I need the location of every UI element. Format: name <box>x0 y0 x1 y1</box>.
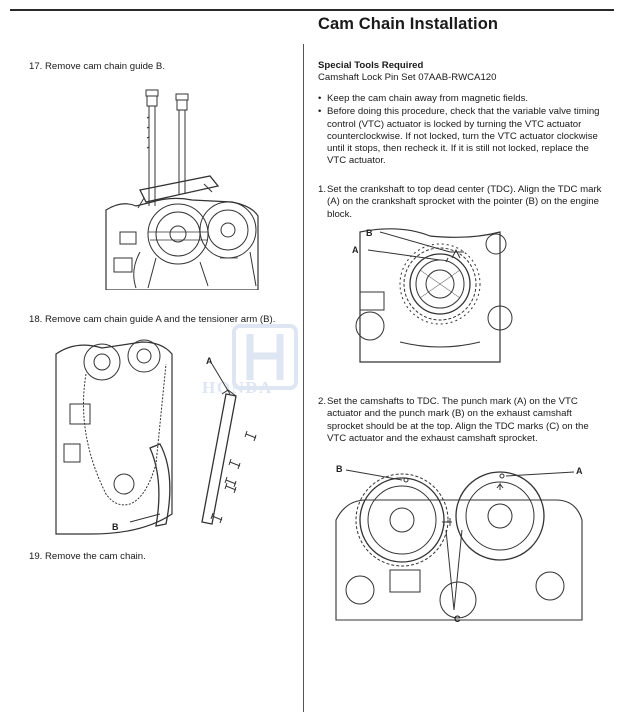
label-a: A <box>352 245 359 255</box>
honda-logo-watermark <box>232 324 298 390</box>
figure-cam-chain-guide-a-tensioner: A B <box>55 339 257 535</box>
page-title: Cam Chain Installation <box>318 15 499 33</box>
step-2-text: Set the camshafts to TDC. The punch mark… <box>327 396 589 444</box>
label-a: A <box>576 466 583 476</box>
step-2-number: 2. <box>318 396 327 407</box>
watermark-brand: HONDA <box>202 378 273 397</box>
figure-crankshaft-tdc: B A <box>352 228 513 363</box>
step-2: 2. Set the camshafts to TDC. The punch m… <box>318 396 608 445</box>
list-item: Before doing this procedure, check that … <box>318 106 608 167</box>
list-item: Keep the cam chain away from magnetic fi… <box>318 93 608 106</box>
special-tools-heading: Special Tools Required <box>318 60 424 71</box>
step-19: 19. Remove the cam chain. <box>29 551 146 562</box>
step-17: 17. Remove cam chain guide B. <box>29 61 165 72</box>
figure-cam-chain-guide-b <box>105 89 259 290</box>
step-1-number: 1. <box>318 184 327 195</box>
figure-camshaft-tdc: B A C <box>335 464 583 624</box>
step-1: 1. Set the crankshaft to top dead center… <box>318 184 608 221</box>
special-tools-item: Camshaft Lock Pin Set 07AAB-RWCA120 <box>318 72 497 83</box>
header-rule <box>10 9 614 11</box>
precautions-list: Keep the cam chain away from magnetic fi… <box>318 93 608 169</box>
label-b: B <box>112 522 119 532</box>
label-a: A <box>206 356 213 366</box>
label-b: B <box>336 464 343 474</box>
label-c: C <box>454 614 461 624</box>
step-1-text: Set the crankshaft to top dead center (T… <box>327 184 602 220</box>
label-b: B <box>366 228 373 238</box>
step-18: 18. Remove cam chain guide A and the ten… <box>29 314 276 325</box>
column-divider <box>303 44 304 712</box>
